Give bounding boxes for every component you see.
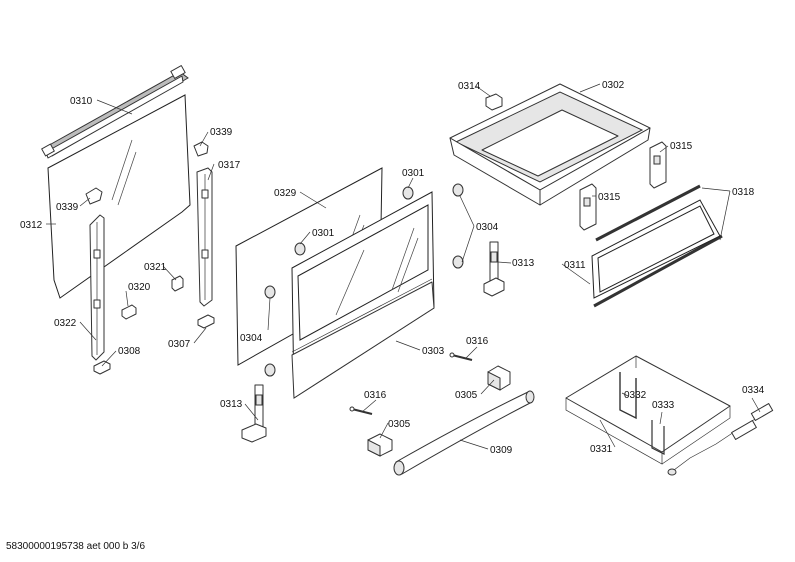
label-0334: 0334 [742,385,765,396]
guide-rail-0318-lower[interactable] [593,234,723,308]
bumper-0304-b[interactable] [452,183,464,197]
outer-door-panel-0303[interactable] [291,191,435,399]
baking-tray-0302[interactable] [449,83,651,206]
screw-0316-b[interactable] [349,406,373,415]
label-0305b: 0305 [388,419,411,430]
door-handle-0309[interactable] [393,390,535,476]
label-0304a: 0304 [240,333,263,344]
label-0316a: 0316 [466,336,489,347]
guide-rail-0318-upper[interactable] [595,184,701,242]
label-0332: 0332 [624,390,647,401]
label-0318: 0318 [732,187,755,198]
label-0303: 0303 [422,346,445,357]
label-0322: 0322 [54,318,77,329]
label-0307: 0307 [168,339,191,350]
bracket-0321[interactable] [171,275,184,292]
heater-element-0332[interactable] [619,372,637,420]
handle-end-cap-0305-b[interactable] [367,433,393,457]
handle-end-cap-0305-a[interactable] [487,365,511,391]
label-0310: 0310 [70,96,93,107]
label-0313a: 0313 [512,258,535,269]
bracket-0308[interactable] [93,360,111,375]
left-side-rail-0322[interactable] [89,214,105,361]
bracket-0307[interactable] [197,314,215,329]
label-0304b: 0304 [476,222,499,233]
label-0312: 0312 [20,220,43,231]
bumper-0301-a[interactable] [294,242,306,256]
clip-0314[interactable] [485,93,503,111]
shelf-support-0315-upper[interactable] [649,141,667,189]
label-0311: 0311 [564,260,586,271]
temperature-sensor-0334[interactable] [667,403,774,476]
bracket-0333[interactable] [651,420,665,455]
label-0313b: 0313 [220,399,243,410]
label-0316b: 0316 [364,390,387,401]
label-0301a: 0301 [312,228,335,239]
door-hinge-0313-left[interactable] [241,384,267,443]
label-0329: 0329 [274,188,297,199]
label-0321: 0321 [144,262,167,273]
glass-clip-0339[interactable] [85,187,103,205]
label-0320: 0320 [128,282,151,293]
screw-0316-a[interactable] [449,352,473,361]
label-0301b: 0301 [402,168,425,179]
wire-rack-0331[interactable] [565,355,731,465]
label-0317: 0317 [218,160,241,171]
clip-0339-right[interactable] [193,141,209,157]
bumper-0301-b[interactable] [402,186,414,200]
glass-panel-0311[interactable] [591,199,721,299]
label-0331: 0331 [590,444,613,455]
document-footer-id: 58300000195738 aet 000 b 3/6 [6,541,146,552]
right-side-rail-0317[interactable] [196,167,213,307]
label-0305a: 0305 [455,390,478,401]
label-0314: 0314 [458,81,481,92]
leader-lines [46,83,761,450]
door-hinge-0313-right[interactable] [483,241,505,297]
bumper-0304-a[interactable] [264,285,276,299]
shelf-support-0315-lower[interactable] [579,183,597,231]
hinge-cover-0320[interactable] [121,304,137,320]
label-0333: 0333 [652,400,675,411]
top-trim-strip-0310[interactable] [41,65,189,159]
label-0339b: 0339 [56,202,79,213]
label-0315a: 0315 [670,141,693,152]
part-labels: 0310 0339 0317 0312 0339 0321 0320 0322 … [20,80,765,456]
inner-glass-panel-0312[interactable] [47,94,191,299]
label-0315b: 0315 [598,192,621,203]
bumper-0301-c[interactable] [264,363,276,377]
bumper-0304-c[interactable] [452,255,464,269]
label-0308: 0308 [118,346,141,357]
label-0309: 0309 [490,445,513,456]
label-0302: 0302 [602,80,625,91]
label-0339a: 0339 [210,127,233,138]
